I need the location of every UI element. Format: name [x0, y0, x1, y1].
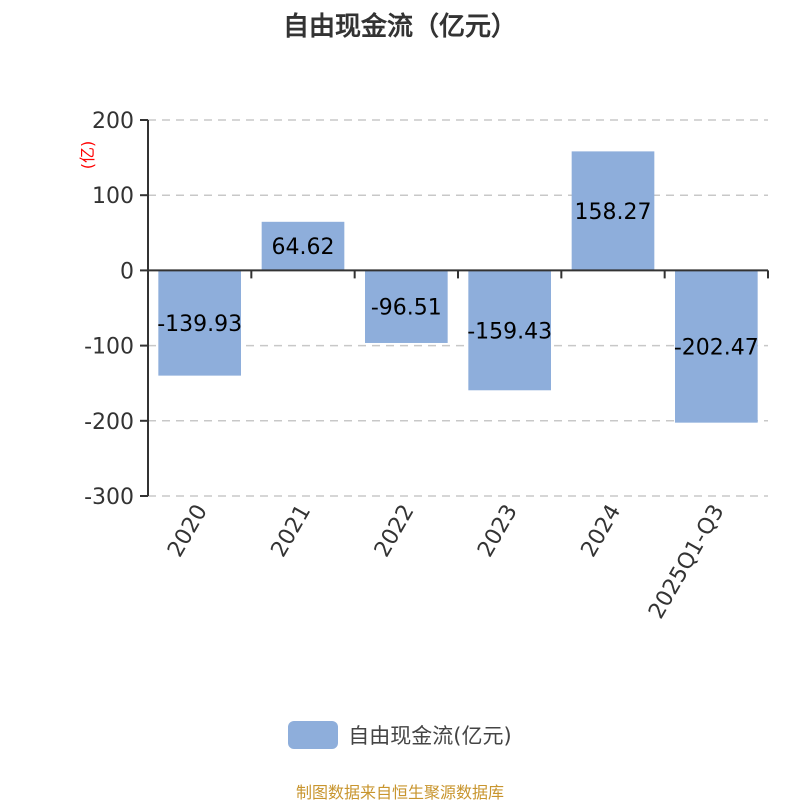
x-tick-label: 2021: [267, 501, 317, 562]
y-tick-label: -200: [84, 410, 134, 435]
data-label: -139.93: [157, 312, 242, 337]
y-tick-label: -300: [84, 485, 134, 510]
x-tick-label: 2024: [577, 501, 627, 562]
y-tick-label: -100: [84, 335, 134, 360]
y-tick-label: 200: [92, 109, 134, 134]
y-tick-label: 100: [92, 184, 134, 209]
bar-2023: [468, 270, 551, 391]
bar-2021: [261, 221, 345, 271]
bar-2020: [158, 270, 241, 376]
x-tick-label: 2020: [163, 501, 213, 562]
legend-swatch: [288, 721, 339, 749]
bar-2022: [365, 270, 448, 343]
y-axis-label: (亿): [78, 141, 97, 170]
data-label: -96.51: [371, 296, 442, 321]
bar-2025Q1-Q3: [675, 270, 758, 423]
source-footer: 制图数据来自恒生聚源数据库: [295, 783, 504, 802]
data-label: -159.43: [467, 319, 552, 344]
x-tick-label: 2025Q1-Q3: [644, 501, 729, 624]
bar-2024: [571, 151, 655, 271]
legend-label: 自由现金流(亿元): [348, 724, 512, 748]
y-tick-label: 0: [120, 259, 134, 284]
x-tick-label: 2023: [473, 501, 523, 562]
data-label: -202.47: [674, 336, 759, 361]
legend[interactable]: 自由现金流(亿元): [0, 720, 800, 750]
data-label: 64.62: [272, 235, 335, 260]
data-label: 158.27: [575, 200, 652, 225]
x-tick-label: 2022: [370, 501, 420, 562]
chart-title: 自由现金流（亿元）: [282, 12, 517, 42]
